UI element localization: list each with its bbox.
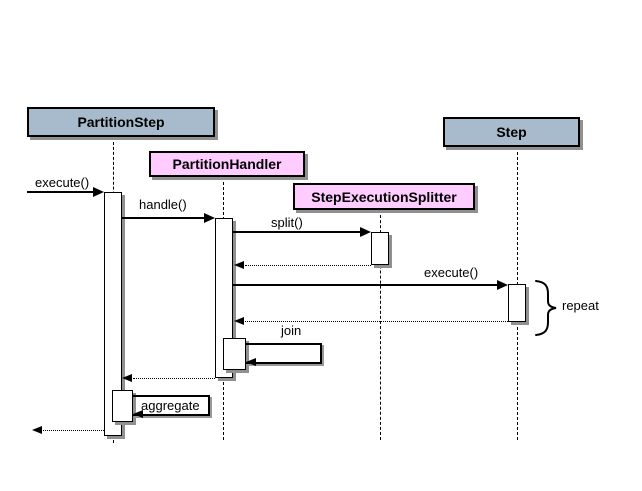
repeat-brace-icon bbox=[533, 279, 559, 337]
participant-partition-handler-label: PartitionHandler bbox=[172, 156, 282, 172]
participant-partition-step-label: PartitionStep bbox=[77, 114, 165, 130]
participant-step-label: Step bbox=[496, 124, 527, 140]
participant-partition-handler: PartitionHandler bbox=[149, 151, 305, 177]
arrowhead-right-icon bbox=[497, 280, 508, 290]
activation-step-execution-splitter bbox=[371, 232, 389, 265]
return-handle-line bbox=[133, 378, 215, 379]
arrowhead-right-icon bbox=[204, 213, 215, 223]
message-execute-initial-label: execute() bbox=[35, 175, 90, 190]
message-aggregate-selfcall: aggregate bbox=[133, 395, 210, 416]
message-execute-step-label: execute() bbox=[424, 265, 479, 280]
activation-aggregate bbox=[112, 390, 133, 422]
arrowhead-left-icon bbox=[246, 358, 256, 366]
return-split-line bbox=[245, 265, 371, 266]
arrowhead-left-icon bbox=[32, 426, 42, 434]
lifeline-step-execution-splitter bbox=[380, 210, 381, 440]
repeat-annotation-label: repeat bbox=[562, 298, 599, 313]
message-execute-step-line bbox=[233, 284, 497, 286]
message-handle-label: handle() bbox=[139, 197, 187, 212]
arrowhead-right-icon bbox=[93, 187, 104, 197]
return-execute-line bbox=[245, 321, 508, 322]
arrowhead-left-icon bbox=[234, 317, 244, 325]
message-split-label: split() bbox=[271, 215, 303, 230]
arrowhead-left-icon bbox=[234, 261, 244, 269]
arrowhead-right-icon bbox=[360, 227, 371, 237]
message-aggregate-label: aggregate bbox=[141, 398, 200, 413]
arrowhead-left-icon bbox=[122, 374, 132, 382]
message-join-selfcall bbox=[246, 343, 322, 364]
message-execute-initial-line bbox=[27, 191, 93, 193]
message-join-label: join bbox=[281, 323, 302, 338]
return-execute-initial-line bbox=[43, 430, 104, 431]
activation-partition-step bbox=[104, 192, 122, 436]
arrowhead-left-icon bbox=[133, 410, 143, 418]
message-split-line bbox=[233, 231, 360, 233]
activation-step bbox=[508, 284, 526, 322]
participant-step-execution-splitter-label: StepExecutionSplitter bbox=[311, 188, 457, 205]
activation-join bbox=[223, 338, 246, 370]
participant-step: Step bbox=[443, 117, 580, 147]
participant-step-execution-splitter: StepExecutionSplitter bbox=[293, 183, 475, 210]
message-handle-line bbox=[122, 217, 204, 219]
participant-partition-step: PartitionStep bbox=[27, 107, 215, 137]
